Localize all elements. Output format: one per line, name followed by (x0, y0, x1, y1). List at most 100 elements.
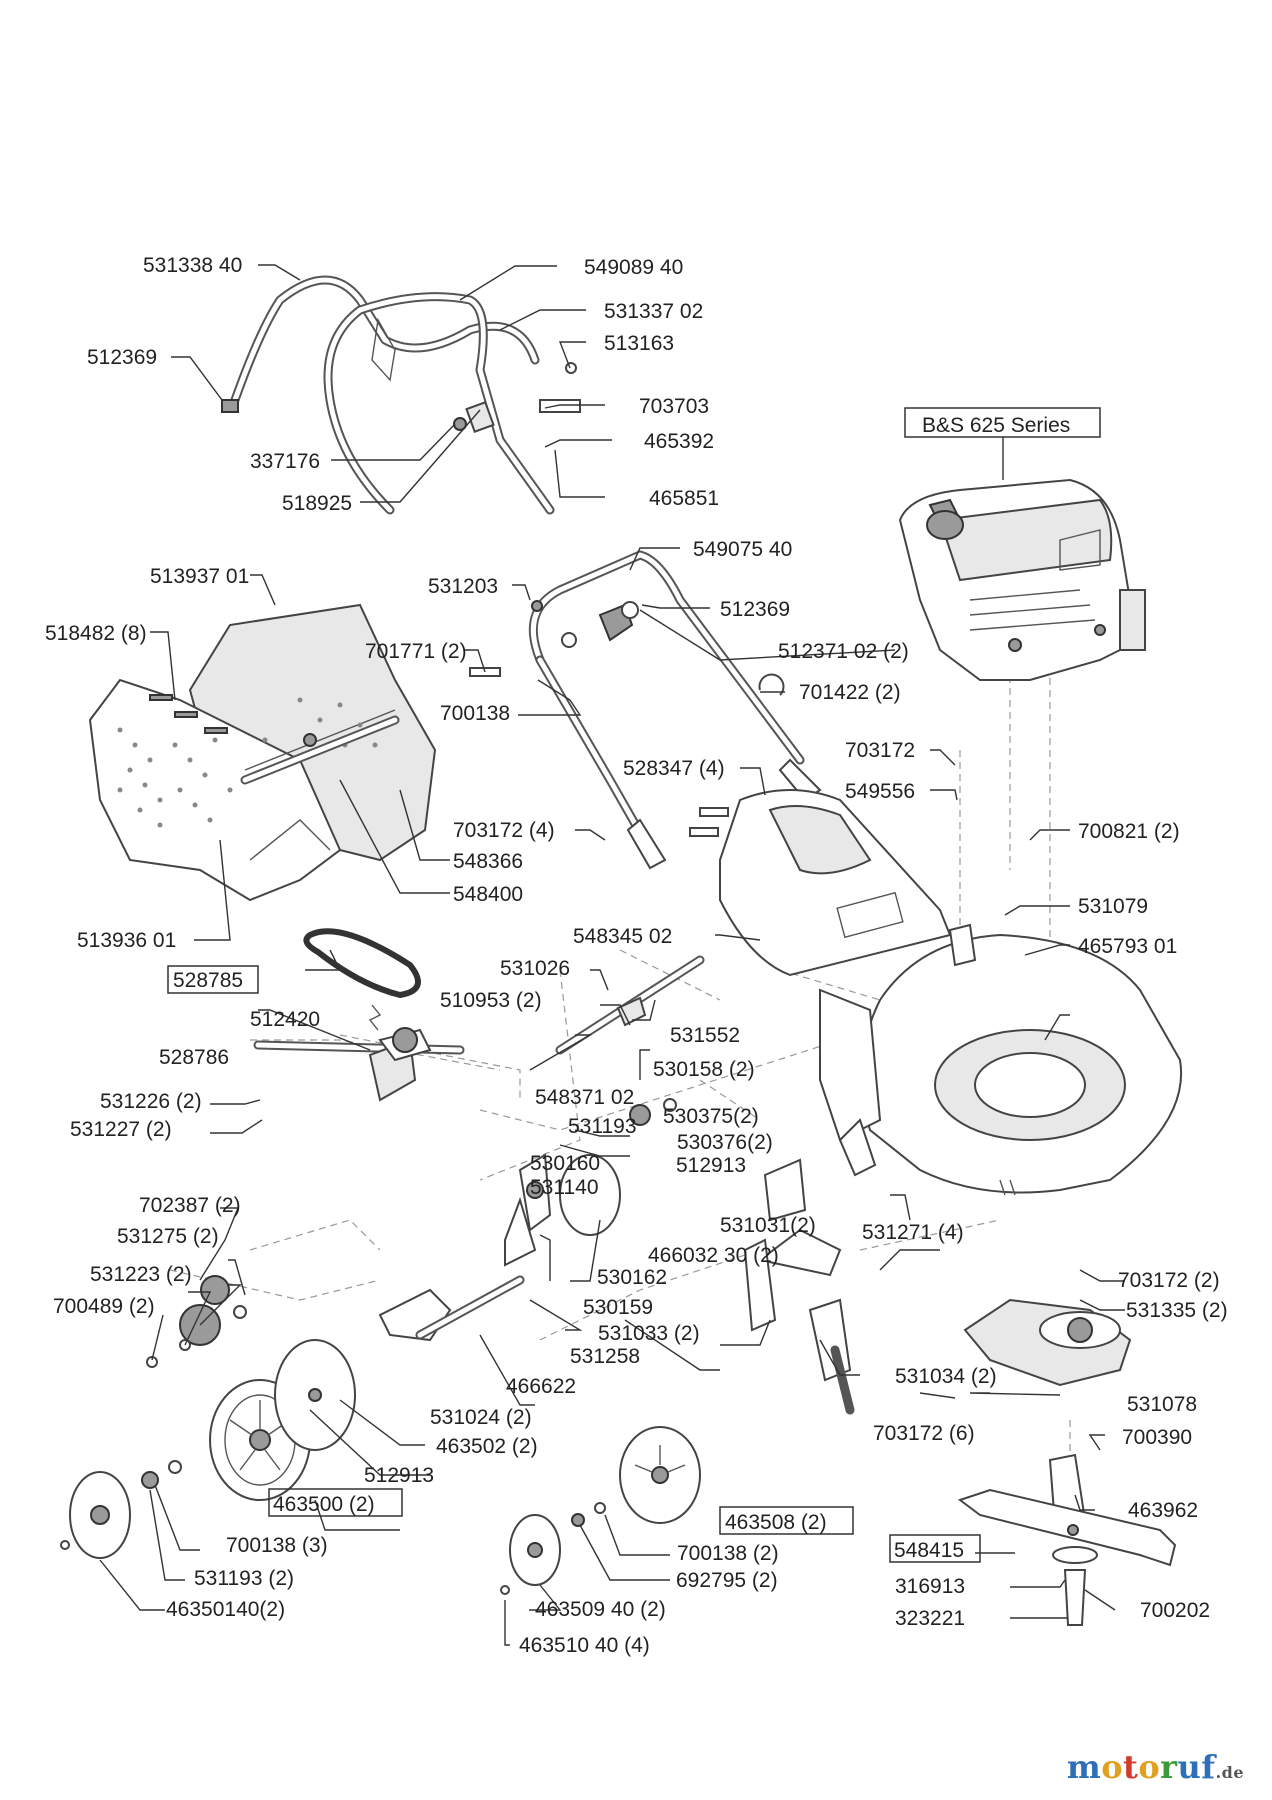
blade-assembly (957, 1298, 1177, 1626)
wheels (60, 1275, 701, 1595)
label-513937-01: 513937 01 (150, 565, 249, 588)
label-512913-b: 512913 (364, 1464, 434, 1487)
label-531078: 531078 (1127, 1393, 1197, 1416)
label-700202: 700202 (1140, 1599, 1210, 1622)
label-531140: 531140 (530, 1176, 599, 1199)
label-549075-40: 549075 40 (693, 538, 792, 561)
label-528347-4: 528347 (4) (623, 757, 725, 780)
label-700138-3: 700138 (3) (226, 1534, 328, 1557)
label-465793-01: 465793 01 (1078, 935, 1177, 958)
watermark-domain-suffix: .de (1215, 1763, 1244, 1782)
label-531271-4: 531271 (4) (862, 1221, 964, 1244)
rear-axle-gearbox (253, 955, 705, 1102)
label-46350140-2: 46350140(2) (166, 1598, 285, 1621)
part-labels: 531338 40 549089 40 531337 02 512369 513… (45, 254, 1228, 1657)
label-530376-2: 530376(2) (677, 1131, 773, 1154)
label-531031-2: 531031(2) (720, 1214, 816, 1237)
front-axle-parts (378, 1098, 877, 1415)
label-466622: 466622 (506, 1375, 576, 1398)
label-463510-40-4: 463510 40 (4) (519, 1634, 650, 1657)
label-337176: 337176 (250, 450, 320, 473)
upper-handle-assembly (221, 275, 581, 515)
label-530160: 530160 (530, 1152, 600, 1175)
watermark-letter: uf (1177, 1748, 1216, 1786)
label-463962: 463962 (1128, 1499, 1198, 1522)
label-465851: 465851 (649, 487, 719, 510)
label-463500-2: 463500 (2) (273, 1493, 375, 1516)
label-531026: 531026 (500, 957, 570, 980)
label-549089-40: 549089 40 (584, 256, 683, 279)
label-531337-02: 531337 02 (604, 300, 703, 323)
v-belt (303, 928, 421, 999)
watermark-letter: o (1138, 1748, 1161, 1786)
label-528785: 528785 (173, 969, 243, 992)
label-512369-top: 512369 (87, 346, 157, 369)
watermark-letter: r (1160, 1748, 1178, 1786)
label-528786: 528786 (159, 1046, 229, 1069)
label-703172-2: 703172 (2) (1118, 1269, 1220, 1292)
label-463509-40-2: 463509 40 (2) (535, 1598, 666, 1621)
engine (898, 478, 1146, 681)
label-703172-6: 703172 (6) (873, 1422, 975, 1445)
label-531258: 531258 (570, 1345, 640, 1368)
site-watermark-logo: motoruf.de (1067, 1748, 1244, 1786)
engine-caption: B&S 625 Series (922, 414, 1070, 437)
label-549556: 549556 (845, 780, 915, 803)
label-700138-mid: 700138 (440, 702, 510, 725)
label-700138-2: 700138 (2) (677, 1542, 779, 1565)
label-530375-2: 530375(2) (663, 1105, 759, 1128)
label-530158-2: 530158 (2) (653, 1058, 755, 1081)
label-548366: 548366 (453, 850, 523, 873)
rear-flap (719, 789, 952, 977)
label-531227-2: 531227 (2) (70, 1118, 172, 1141)
label-548415: 548415 (894, 1539, 964, 1562)
label-531338-40: 531338 40 (143, 254, 242, 277)
label-703172-4: 703172 (4) (453, 819, 555, 842)
label-518925: 518925 (282, 492, 352, 515)
label-463502-2: 463502 (2) (436, 1435, 538, 1458)
bag-mesh-dots (117, 697, 378, 828)
label-323221: 323221 (895, 1607, 965, 1630)
mower-deck (819, 923, 1183, 1196)
label-531033-2: 531033 (2) (598, 1322, 700, 1345)
label-513936-01: 513936 01 (77, 929, 176, 952)
label-531226-2: 531226 (2) (100, 1090, 202, 1113)
label-531275-2: 531275 (2) (117, 1225, 219, 1248)
label-531193-a: 531193 (568, 1115, 637, 1138)
label-512420: 512420 (250, 1008, 320, 1031)
label-692795-2: 692795 (2) (676, 1569, 778, 1592)
grass-catcher (88, 603, 437, 902)
label-316913: 316913 (895, 1575, 965, 1598)
label-466032-30-2: 466032 30 (2) (648, 1244, 779, 1267)
label-463508-2: 463508 (2) (725, 1511, 827, 1534)
boxed-label-frames (167, 965, 981, 1563)
watermark-letter: m (1066, 1748, 1102, 1786)
label-701771-2: 701771 (2) (365, 640, 467, 663)
label-531203: 531203 (428, 575, 498, 598)
label-700390: 700390 (1122, 1426, 1192, 1449)
watermark-letter: t (1123, 1748, 1139, 1786)
label-548371-02: 548371 02 (535, 1086, 634, 1109)
label-531193-2: 531193 (2) (194, 1567, 294, 1590)
label-531552: 531552 (670, 1024, 740, 1047)
label-530159: 530159 (583, 1296, 653, 1319)
label-510953-2: 510953 (2) (440, 989, 542, 1012)
label-703172-a: 703172 (845, 739, 915, 762)
label-512371-02-2: 512371 02 (2) (778, 640, 909, 663)
label-518482-8: 518482 (8) (45, 622, 147, 645)
label-700489-2: 700489 (2) (53, 1295, 155, 1318)
label-531079: 531079 (1078, 895, 1148, 918)
label-701422-2: 701422 (2) (799, 681, 901, 704)
label-548400: 548400 (453, 883, 523, 906)
label-700821-2: 700821 (2) (1078, 820, 1180, 843)
watermark-letter: o (1101, 1748, 1124, 1786)
label-531034-2: 531034 (2) (895, 1365, 997, 1388)
label-702387-2: 702387 (2) (139, 1194, 241, 1217)
label-513163: 513163 (604, 332, 674, 355)
label-512369-mid: 512369 (720, 598, 790, 621)
label-465392: 465392 (644, 430, 714, 453)
label-531335-2: 531335 (2) (1126, 1299, 1228, 1322)
label-531024-2: 531024 (2) (430, 1406, 532, 1429)
